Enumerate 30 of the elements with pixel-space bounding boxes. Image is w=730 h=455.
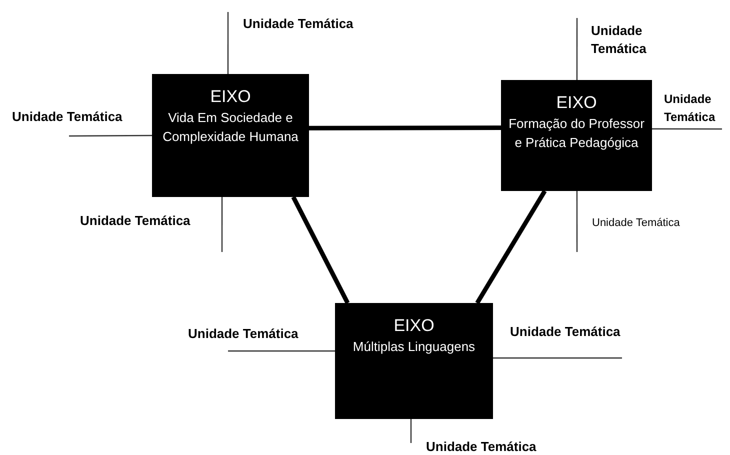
axis-box (501, 80, 652, 191)
connector-line (475, 190, 547, 304)
connector-line (493, 357, 622, 359)
theme-label: Unidade Temática (510, 323, 620, 341)
connector-line (291, 196, 350, 304)
connector-line (227, 12, 229, 74)
connector-line (228, 350, 335, 352)
connector-line (576, 18, 578, 80)
box-text: Formação do Professor e Prática Pedagógica (508, 115, 646, 152)
axis-box (152, 74, 309, 197)
theme-label: Unidade Temática (12, 108, 122, 126)
axis-box (335, 303, 493, 419)
connector-line (309, 125, 501, 130)
box-heading: EIXO (556, 92, 597, 114)
connector-line (410, 419, 412, 443)
theme-label: Unidade Temática (80, 212, 190, 230)
connector-line (652, 128, 722, 130)
theme-label: Unidade Temática (243, 15, 354, 33)
theme-label: Unidade Temática (592, 216, 680, 231)
connector-line (576, 191, 578, 252)
theme-label: Unidade Temática (188, 325, 298, 343)
box-text: Múltiplas Linguagens (352, 338, 476, 356)
box-heading: EIXO (210, 86, 251, 108)
connector-line (221, 197, 223, 252)
connector-line (69, 134, 152, 137)
box-text: Vida Em Sociedade e Complexidade Humana (162, 109, 300, 146)
theme-label: Unidade Temática (591, 22, 648, 58)
theme-label: Unidade Temática (664, 91, 716, 126)
theme-label: Unidade Temática (426, 438, 536, 455)
box-heading: EIXO (394, 315, 434, 337)
